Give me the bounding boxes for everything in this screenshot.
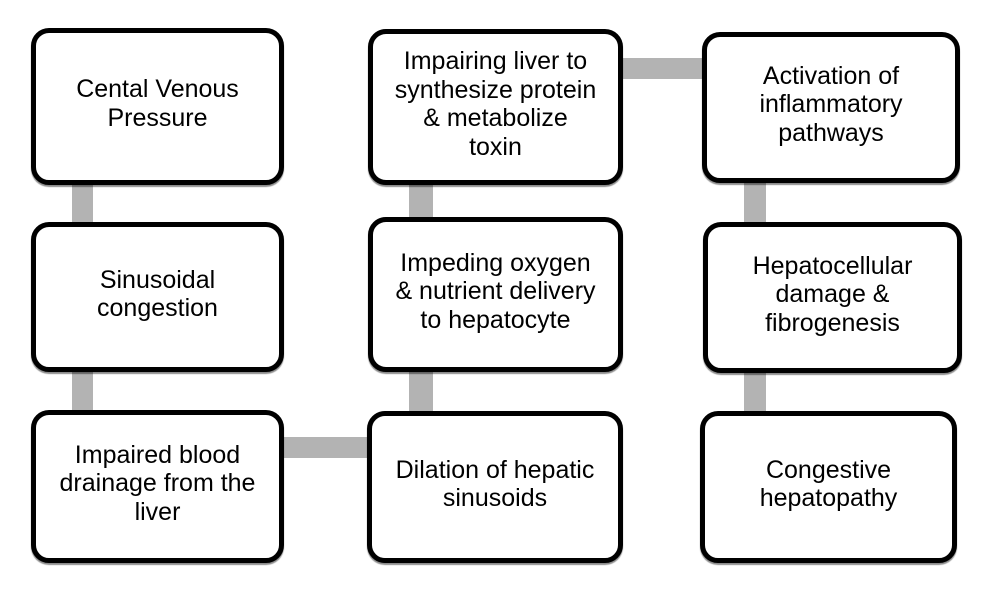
connector-impeding-oxygen-to-impairing-liver [409, 181, 433, 222]
box-label: Cental Venous Pressure [76, 75, 239, 132]
box-dilation-hepatic-sinusoids: Dilation of hepatic sinusoids [367, 411, 623, 563]
box-label: Sinusoidal congestion [97, 265, 218, 323]
box-sinusoidal-congestion: Sinusoidal congestion [31, 222, 284, 372]
box-label: Impeding oxygen & nutrient delivery to h… [395, 248, 596, 334]
box-impeding-oxygen-delivery: Impeding oxygen & nutrient delivery to h… [368, 217, 623, 372]
box-impaired-blood-drainage: Impaired blood drainage from the liver [31, 410, 284, 563]
connector-impairing-liver-to-inflammatory-pathways [619, 58, 707, 79]
connector-impaired-drainage-to-dilation-sinusoids [280, 437, 372, 458]
box-label: Impairing liver to synthesize protein & … [394, 47, 597, 161]
connector-inflammatory-pathways-to-hepatocellular-damage [744, 179, 766, 227]
connector-sinusoidal-congestion-to-impaired-drainage [72, 368, 93, 416]
box-impairing-liver-function: Impairing liver to synthesize protein & … [368, 29, 623, 185]
box-central-venous-pressure: Cental Venous Pressure [31, 28, 284, 185]
box-label: Impaired blood drainage from the liver [59, 440, 256, 526]
connector-hepatocellular-damage-to-congestive-hepatopathy [744, 369, 766, 416]
box-label: Hepatocellular damage & fibrogenesis [752, 251, 913, 337]
box-label: Congestive hepatopathy [759, 455, 898, 513]
box-label: Dilation of hepatic sinusoids [395, 455, 595, 513]
box-congestive-hepatopathy: Congestive hepatopathy [700, 411, 957, 563]
box-activation-inflammatory-pathways: Activation of inflammatory pathways [702, 32, 960, 183]
box-label: Activation of inflammatory pathways [759, 61, 903, 147]
box-hepatocellular-damage: Hepatocellular damage & fibrogenesis [703, 222, 962, 373]
connector-dilation-sinusoids-to-impeding-oxygen [409, 368, 433, 416]
connector-cvp-to-sinusoidal-congestion [72, 180, 93, 228]
